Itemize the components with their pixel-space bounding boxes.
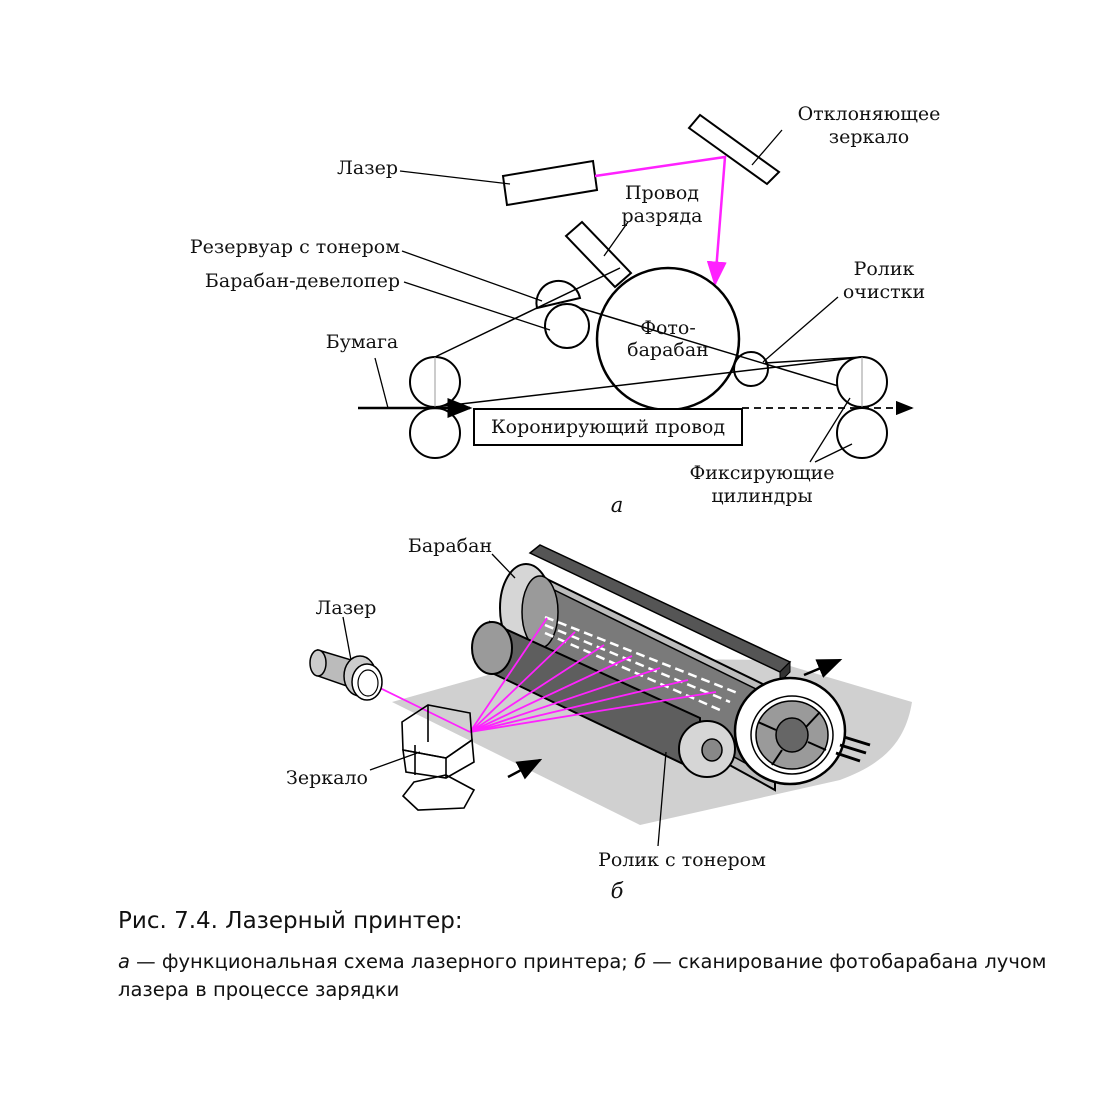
label-laser-a: Лазер <box>337 157 398 179</box>
polygon-mirror <box>401 704 476 811</box>
fuser-roller-bottom <box>836 407 888 459</box>
leader-line <box>374 357 389 409</box>
leader-line <box>369 751 421 771</box>
belt-line <box>434 356 863 408</box>
sublabel-a: а <box>611 493 624 517</box>
exit-lines <box>835 735 871 763</box>
label-photo-drum-2: барабан <box>627 339 709 361</box>
label-fuser-2: цилиндры <box>711 485 812 507</box>
label-paper: Бумага <box>326 331 399 353</box>
leader-line <box>762 296 839 363</box>
label-discharge-2: разряда <box>621 205 702 227</box>
caption-letter-b: б <box>634 950 647 973</box>
scan-beams <box>375 617 717 733</box>
leader-line <box>342 616 352 661</box>
belt-line <box>764 356 863 364</box>
label-toner-roller: Ролик с тонером <box>598 849 766 871</box>
label-photo-drum-1: Фото- <box>640 317 696 339</box>
toner-roller-axle <box>701 738 723 762</box>
motion-arrow <box>507 758 543 780</box>
belt-line <box>434 267 621 358</box>
leader-line <box>401 250 543 302</box>
sublabel-b: б <box>611 879 624 903</box>
label-drum: Барабан <box>408 535 492 557</box>
cleaning-roller <box>733 351 769 387</box>
label-cleaning-2: очистки <box>843 281 925 303</box>
leader-line <box>491 553 516 579</box>
scan-lines <box>544 615 741 712</box>
label-fuser-1: Фиксирующие <box>689 462 834 484</box>
corona-wire-box <box>473 408 743 446</box>
label-deflect-mirror-2: зеркало <box>829 126 909 148</box>
leader-line <box>657 751 667 847</box>
figure-caption-title: Рис. 7.4. Лазерный принтер: <box>118 908 463 934</box>
laser-box <box>501 159 599 207</box>
toner-reservoir <box>535 279 582 310</box>
deflecting-mirror <box>687 113 781 186</box>
drum-right-center <box>775 717 809 753</box>
leader-line <box>809 397 851 463</box>
developer-drum <box>544 303 590 349</box>
label-developer: Барабан-девелопер <box>205 270 400 292</box>
caption-text-b: — сканирование фотобарабана лучом лазера… <box>118 950 1047 1001</box>
leader-line <box>399 170 511 185</box>
diagram-a: Отклоняющее зеркало Лазер Провод разряда… <box>190 103 941 517</box>
diagram-b: Барабан Лазер Зеркало Ролик с тонером б <box>286 535 912 903</box>
laser-cylinder <box>309 648 383 701</box>
label-laser-b: Лазер <box>316 597 377 619</box>
figure-caption-description: а — функциональная схема лазерного принт… <box>118 948 1058 1004</box>
motion-arrow <box>803 658 843 678</box>
label-deflect-mirror-1: Отклоняющее <box>798 103 941 125</box>
leader-line <box>603 221 629 257</box>
caption-letter-a: а <box>118 950 130 973</box>
label-mirror: Зеркало <box>286 767 368 789</box>
drum-spokes <box>757 711 827 766</box>
laser-beam <box>594 155 727 287</box>
toner-roller-left-end <box>471 621 513 675</box>
label-corona: Коронирующий провод <box>491 416 725 438</box>
leader-line <box>403 281 551 331</box>
label-toner-tank: Резервуар с тонером <box>190 236 400 258</box>
label-cleaning-1: Ролик <box>854 258 915 280</box>
label-discharge-1: Провод <box>625 182 699 204</box>
feed-roller-bottom <box>409 407 461 459</box>
caption-text-a: — функциональная схема лазерного принтер… <box>129 950 635 973</box>
leader-line <box>751 129 783 166</box>
leader-line <box>814 443 853 463</box>
belt-line <box>579 307 846 389</box>
